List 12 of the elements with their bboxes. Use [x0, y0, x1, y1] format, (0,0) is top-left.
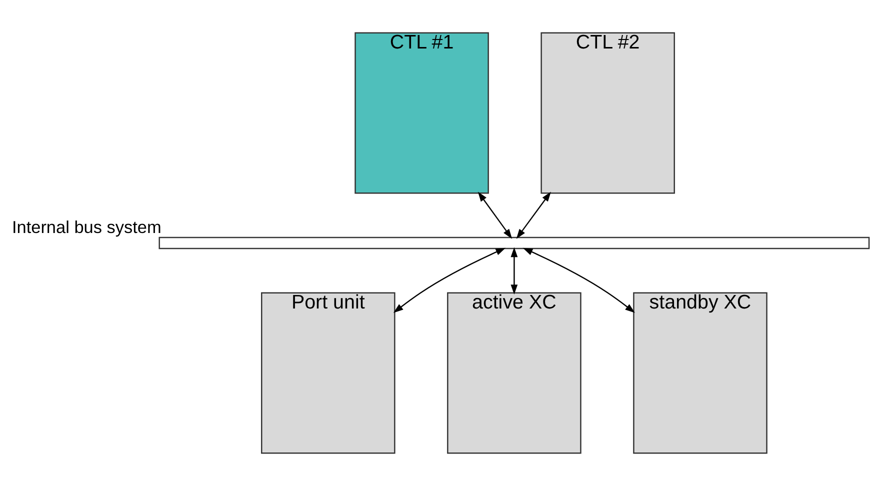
arrow: [516, 191, 550, 238]
arrow: [477, 191, 512, 238]
arrow: [392, 247, 506, 312]
arrow: [510, 246, 518, 294]
node-box: CTL #2: [540, 32, 674, 194]
node-bar: [158, 236, 870, 249]
node-box: active XC: [446, 292, 581, 454]
node-box: Port unit: [260, 292, 395, 454]
arrow: [522, 247, 634, 312]
node-box: CTL #1: [354, 32, 488, 194]
node-label: Internal bus system: [11, 216, 161, 236]
node-box: standby XC: [632, 292, 767, 454]
